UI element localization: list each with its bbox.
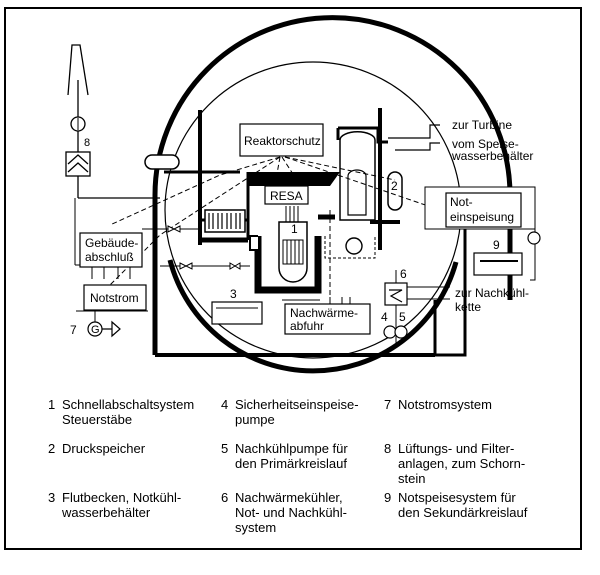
gebaeudeabschluss-label-2: abschluß (85, 250, 134, 264)
vom-speise-label-2: wasserbehälter (451, 149, 533, 163)
gebaeudeabschluss-label-1: Gebäude- (85, 236, 138, 250)
gebaeudeabschluss-box: Gebäude- abschluß (74, 198, 250, 279)
signal-lines (109, 156, 441, 300)
emergency-feed-tank: 9 (473, 238, 523, 276)
nachwaermeabfuhr-box: Nachwärme- abfuhr (282, 297, 371, 335)
residual-heat-pump-icon (394, 325, 408, 339)
feed-pump-icon (527, 231, 541, 245)
chimney (65, 44, 160, 199)
number-3: 3 (230, 287, 237, 301)
safety-injection-pump-icon (383, 325, 397, 339)
reactor-vessel (249, 206, 322, 294)
valve-icon (167, 225, 181, 233)
zur-turbine-label: zur Turbine (452, 118, 512, 132)
pumps-4-5: 4 5 (381, 310, 408, 339)
valves (167, 225, 241, 270)
steam-generator (324, 126, 388, 259)
notstrom-box: Notstrom G 7 (70, 284, 148, 338)
reaktorschutz-box: Reaktorschutz (239, 123, 324, 157)
main-coolant-pump-icon (345, 237, 363, 255)
airlock (144, 154, 180, 170)
generator-label: G (91, 324, 100, 336)
number-9: 9 (493, 238, 500, 252)
valve-icon (179, 262, 193, 270)
number-4: 4 (381, 310, 388, 324)
flood-tank: 3 (211, 287, 263, 325)
noteinspeisung-label-2: einspeisung (450, 210, 514, 224)
number-7: 7 (70, 323, 77, 337)
nachwaermeabfuhr-label-2: abfuhr (290, 319, 324, 333)
heat-exchanger: 6 (384, 267, 450, 345)
noteinspeisung-label-1: Not- (450, 195, 473, 209)
interior-walls (164, 108, 400, 250)
diesel-engine-icon (102, 320, 121, 338)
number-5: 5 (399, 310, 406, 324)
pressure-accumulator (387, 171, 403, 211)
number-6: 6 (400, 267, 407, 281)
zur-nachkuehl-label-2: kette (455, 300, 481, 314)
resa-label: RESA (270, 189, 303, 203)
number-2: 2 (391, 179, 398, 193)
nachwaermeabfuhr-label-1: Nachwärme- (290, 306, 358, 320)
flood-tank-block (204, 209, 246, 233)
turbine-lines (388, 124, 440, 151)
filter-icon (65, 151, 91, 177)
figure-frame (4, 7, 582, 550)
number-8: 8 (84, 137, 90, 149)
noteinspeisung-box: Not- einspeisung (424, 186, 541, 281)
valve-icon (229, 262, 241, 270)
reaktorschutz-label: Reaktorschutz (244, 134, 321, 148)
resa-box: RESA (264, 185, 309, 205)
zur-nachkuehl-label-1: zur Nachkühl- (455, 286, 529, 300)
number-1: 1 (291, 222, 298, 236)
notstrom-label: Notstrom (90, 291, 139, 305)
vom-speise-label-1: vom Speise- (452, 137, 519, 151)
